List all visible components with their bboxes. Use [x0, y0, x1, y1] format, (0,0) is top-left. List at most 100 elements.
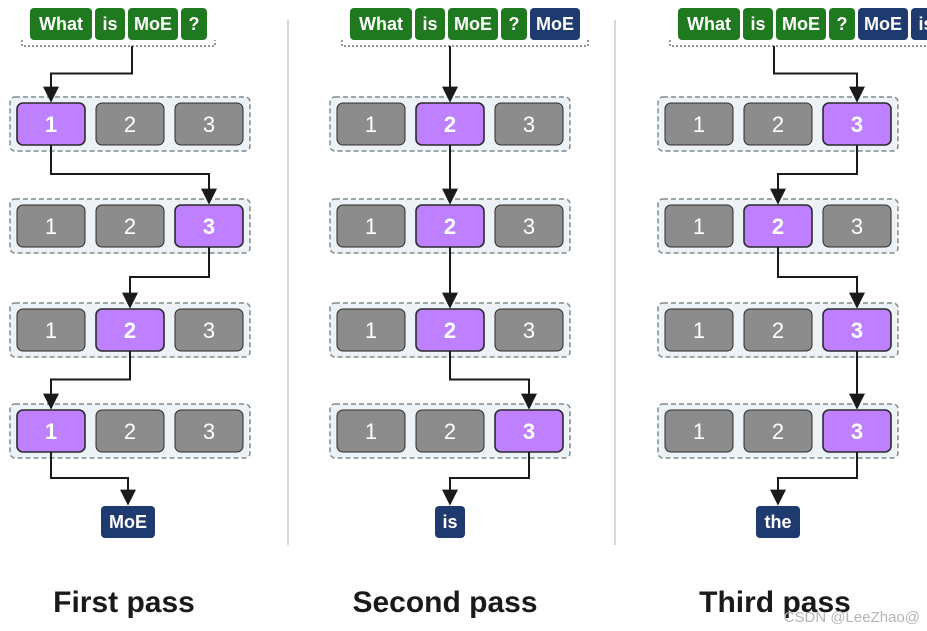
pass-title: Second pass	[352, 586, 537, 619]
input-token-chip	[776, 8, 826, 40]
routing-arrow-layer-1	[50, 145, 217, 205]
expert-inactive	[494, 204, 564, 248]
generated-token-chip	[530, 8, 580, 40]
expert-inactive	[95, 409, 165, 453]
expert-label: 3	[203, 214, 215, 239]
expert-label: 1	[365, 112, 377, 137]
watermark: CSDN @LeeZhao@	[784, 609, 920, 626]
expert-inactive	[16, 308, 86, 352]
token-label: is	[422, 14, 437, 34]
routing-arrow-layer-2	[122, 247, 210, 309]
expert-label: 3	[523, 318, 535, 343]
expert-label: 3	[203, 419, 215, 444]
token-label: MoE	[454, 14, 492, 34]
token-label: ?	[189, 14, 200, 34]
expert-label: 2	[772, 112, 784, 137]
input-token-chip	[30, 8, 92, 40]
expert-inactive	[95, 102, 165, 146]
input-token-chip	[829, 8, 855, 40]
expert-inactive	[336, 409, 406, 453]
expert-inactive	[743, 308, 813, 352]
routing-arrow-input	[773, 46, 865, 103]
routing-arrow-input	[43, 46, 133, 103]
expert-label: 3	[523, 214, 535, 239]
token-label: What	[359, 14, 403, 34]
token-bracket	[341, 40, 589, 47]
expert-inactive	[336, 308, 406, 352]
expert-label: 1	[45, 214, 57, 239]
expert-label: 1	[365, 419, 377, 444]
expert-inactive	[664, 308, 734, 352]
input-token-chip	[350, 8, 412, 40]
token-label: What	[687, 14, 731, 34]
token-bracket	[21, 40, 216, 47]
input-token-chip	[678, 8, 740, 40]
token-label: MoE	[782, 14, 820, 34]
routing-arrow-layer-1	[770, 145, 858, 205]
expert-label: 2	[124, 214, 136, 239]
expert-label: 2	[444, 214, 456, 239]
routing-arrow-layer-3	[43, 351, 131, 410]
expert-label: 2	[124, 112, 136, 137]
expert-inactive	[664, 409, 734, 453]
expert-label: 1	[693, 419, 705, 444]
token-label: is	[102, 14, 117, 34]
moe-layer-1: 1 2 3	[9, 96, 251, 152]
token-label: is	[750, 14, 765, 34]
output-token-chip	[756, 506, 800, 538]
expert-inactive	[16, 204, 86, 248]
expert-label: 1	[693, 214, 705, 239]
generated-token-chip	[858, 8, 908, 40]
input-token-chip	[128, 8, 178, 40]
expert-inactive	[336, 204, 406, 248]
expert-label: 3	[203, 112, 215, 137]
expert-inactive	[415, 409, 485, 453]
input-token-chip	[95, 8, 125, 40]
expert-label: 1	[45, 419, 57, 444]
output-token-chip	[435, 506, 465, 538]
input-token-chip	[743, 8, 773, 40]
generated-token-chip	[911, 8, 927, 40]
routing-arrow-output	[50, 452, 136, 506]
routing-arrow-output	[442, 452, 530, 506]
expert-label: 2	[124, 318, 136, 343]
routing-arrow-layer-3	[449, 351, 537, 410]
expert-inactive	[494, 308, 564, 352]
token-label: MoE	[536, 14, 574, 34]
expert-inactive	[743, 409, 813, 453]
expert-label: 2	[772, 318, 784, 343]
expert-label: 3	[203, 318, 215, 343]
expert-label: 2	[772, 214, 784, 239]
input-token-chip	[415, 8, 445, 40]
moe-layer-2: 1 2 3	[9, 198, 251, 254]
expert-label: 2	[444, 419, 456, 444]
expert-label: 2	[444, 318, 456, 343]
output-token-label: the	[765, 512, 792, 532]
expert-inactive	[95, 204, 165, 248]
expert-label: 2	[444, 112, 456, 137]
expert-label: 1	[693, 112, 705, 137]
expert-inactive	[174, 102, 244, 146]
expert-inactive	[743, 102, 813, 146]
expert-label: 1	[45, 112, 57, 137]
token-bracket	[669, 40, 927, 47]
output-token-chip	[101, 506, 155, 538]
token-label: is	[918, 14, 927, 34]
pass-title: Third pass	[699, 586, 851, 619]
pass-title: First pass	[53, 586, 195, 619]
input-token-chip	[501, 8, 527, 40]
